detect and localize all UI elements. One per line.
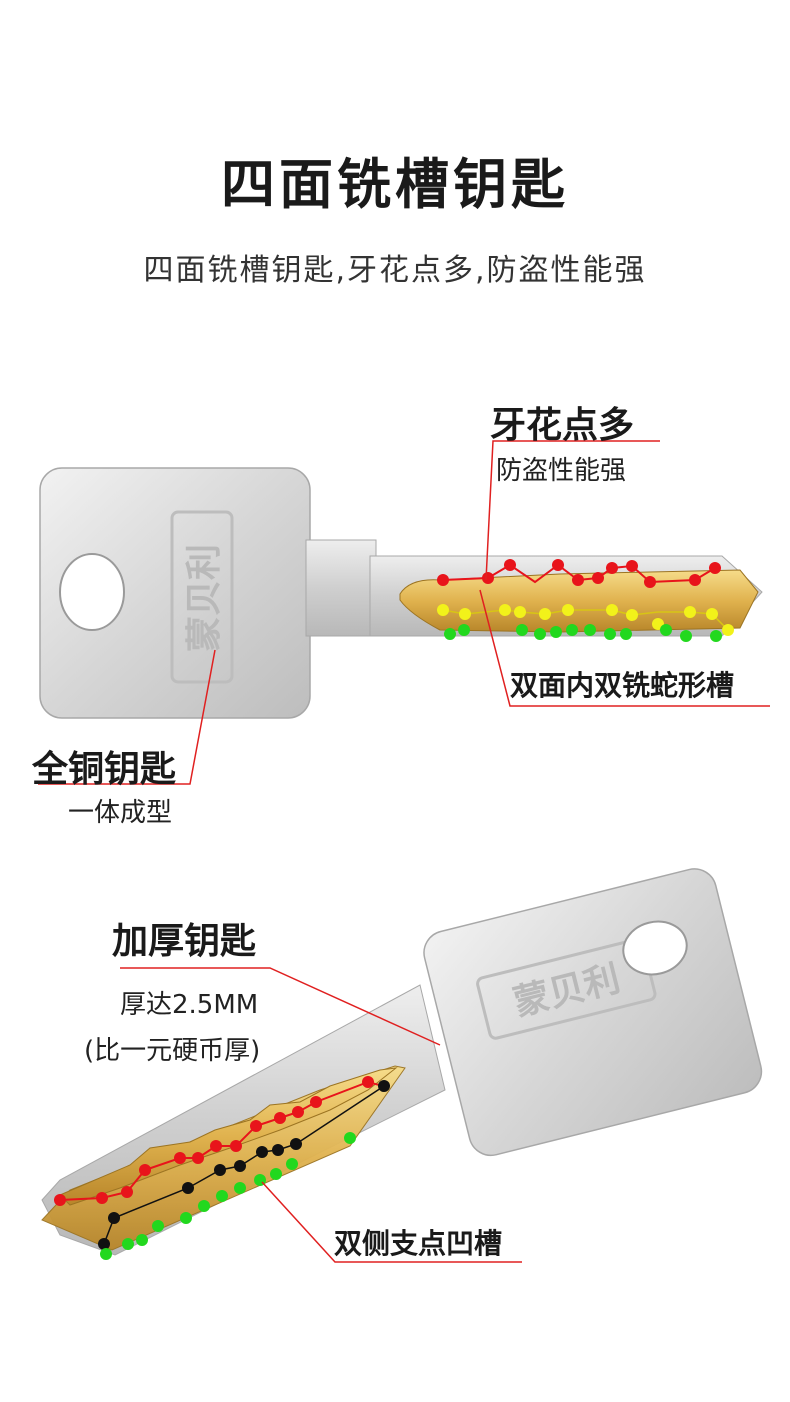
top-key-shoulder (305, 539, 377, 637)
top-key-brass-groove (399, 569, 759, 633)
top-teeth-leader (485, 440, 660, 581)
bottom-support-leader (261, 1181, 522, 1263)
bottom-key-black-dots (98, 1080, 390, 1250)
callout-teeth-sub: 防盗性能强 (496, 456, 627, 486)
bottom-thick-leader (120, 967, 441, 1046)
callout-teeth-title: 牙花点多 (490, 405, 635, 446)
callout-copper-title: 全铜钥匙 (32, 749, 177, 790)
callout-thick-sub1: 厚达2.5MM (120, 990, 259, 1020)
top-copper-leader (38, 649, 216, 785)
bottom-key-green-dots (100, 1132, 356, 1260)
bottom-key: 蒙贝利 (41, 868, 763, 1263)
top-groove-leader (479, 589, 770, 707)
top-key-hole (59, 553, 125, 631)
callout-groove-title: 双面内双铣蛇形槽 (510, 669, 735, 702)
top-key-green-dots (444, 624, 722, 642)
callout-support-title: 双侧支点凹槽 (334, 1227, 503, 1260)
top-key-stamp-frame (170, 510, 234, 684)
top-key: 蒙贝利 (38, 440, 770, 785)
callout-thick-title: 加厚钥匙 (112, 921, 257, 962)
page-subtitle: 四面铣槽钥匙,牙花点多,防盗性能强 (143, 253, 647, 288)
bottom-key-red-dots (54, 1076, 374, 1206)
page-title: 四面铣槽钥匙 (221, 153, 569, 216)
callout-copper-sub: 一体成型 (68, 798, 173, 828)
bottom-key-black-line (103, 1085, 385, 1245)
top-key-red-dots (437, 559, 721, 588)
top-key-brand-stamp: 蒙贝利 (184, 544, 225, 652)
bottom-key-head (423, 868, 763, 1157)
bottom-key-hole (622, 920, 688, 976)
callout-thick-sub2: (比一元硬币厚) (84, 1036, 261, 1066)
